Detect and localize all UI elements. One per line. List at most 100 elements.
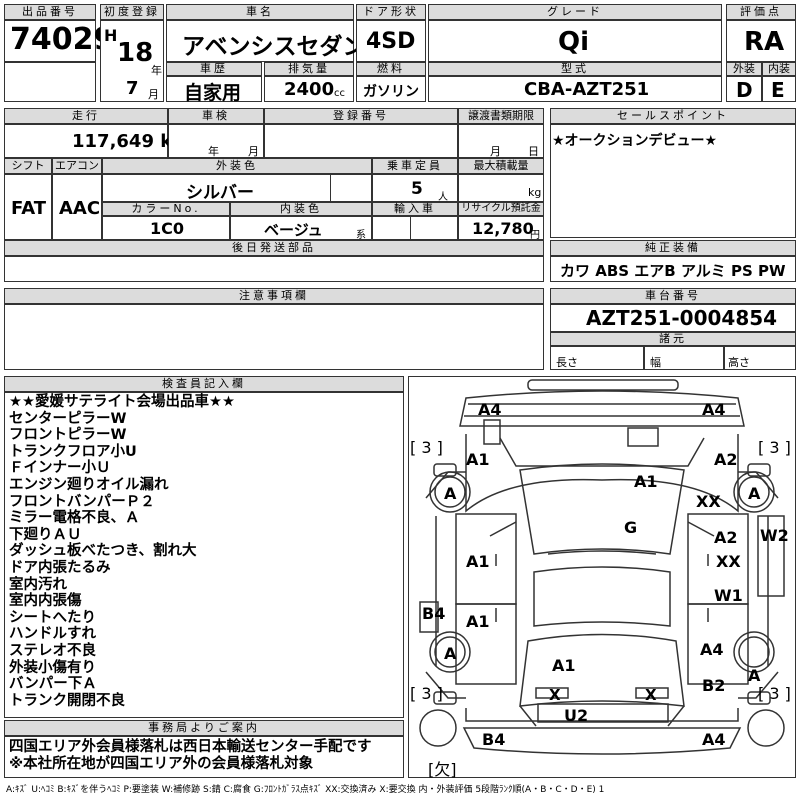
inspector-remarks: ★★愛媛サテライト会場出品車★★ センターピラーW フロントピラーW トランクフ… [4, 392, 404, 718]
remark-line: ハンドルすれ [9, 626, 96, 643]
load-label: 最大積載量 [458, 158, 544, 174]
mark-a2-front-door-right: A2 [714, 528, 738, 547]
car-name-label: 車名 [166, 4, 354, 20]
fuel-box [356, 76, 426, 102]
lot-number-box [4, 20, 96, 62]
spec-length-box [550, 346, 644, 370]
score-box [726, 20, 796, 62]
mileage-label: 走行 [4, 108, 168, 124]
door-label: ドア形状 [356, 4, 426, 20]
spec-width-box [644, 346, 724, 370]
ext-grade-box [726, 76, 762, 102]
equipment-box [550, 256, 796, 282]
chassis-box [550, 304, 796, 332]
model-label: 型式 [428, 62, 722, 76]
ext-grade-label: 外装 [726, 62, 762, 76]
car-diagram [419, 379, 785, 755]
remark-line: 外装小傷有り [9, 659, 96, 676]
reg-month: 7 [126, 78, 139, 99]
mark-b4-rear-left: B4 [482, 730, 506, 749]
remark-line: ★★愛媛サテライト会場出品車★★ [9, 394, 235, 410]
car-name: アベンシスセダン [182, 34, 366, 60]
mark-b4-left: B4 [422, 604, 446, 623]
inspection-label: 車検 [168, 108, 264, 124]
grade: Qi [558, 27, 590, 57]
mark-b2: B2 [702, 676, 726, 695]
color-no: 1C0 [150, 219, 185, 238]
int-color-suffix: 系 [356, 230, 366, 241]
color-no-label: カラーNo. [102, 202, 230, 216]
displacement-unit: cc [334, 88, 345, 99]
color-divider [330, 174, 372, 202]
mark-g-windshield: G [624, 518, 638, 537]
ext-grade: D [736, 78, 753, 102]
color-label: 外装色 [102, 158, 372, 174]
later-parts-label: 後日発送部品 [4, 240, 544, 256]
mark-3-top-right: [ 3 ] [758, 438, 791, 457]
int-grade-label: 内装 [762, 62, 796, 76]
score: RA [744, 27, 785, 57]
ac-label: エアコン [52, 158, 102, 174]
mark-a-rear-wheel-right: A [748, 666, 761, 685]
mark-x-tail-right: X [645, 686, 657, 704]
fuel: ガソリン [363, 84, 419, 100]
mark-xx-door: XX [716, 552, 741, 571]
shift: FAT [11, 198, 47, 219]
recycle-box [458, 216, 544, 240]
ac: AAC [59, 198, 101, 219]
spec-length-label: 長さ [556, 356, 578, 369]
history-label: 車歴 [166, 62, 262, 76]
remark-line: ミラー電格不良、Ａ [9, 510, 140, 527]
color: シルバー [186, 183, 254, 203]
mark-a-rear-wheel-left: A [444, 644, 457, 663]
displacement-label: 排気量 [264, 62, 354, 76]
reg-no-label: 登録番号 [264, 108, 458, 124]
doc-day-unit: 日 [528, 145, 539, 158]
mark-a4-front-right: A4 [702, 400, 726, 419]
inspection-month-unit: 月 [248, 145, 259, 158]
remark-line: ダッシュ板べたつき、割れ大 [9, 543, 197, 560]
capacity-box [372, 174, 458, 202]
mark-a4-rear-right: A4 [700, 640, 724, 659]
load-box [458, 174, 544, 202]
remark-line: フロントピラーW [9, 427, 127, 444]
car-name-box [166, 20, 354, 62]
mileage: 117,649 km [72, 131, 191, 152]
spec-width-label: 幅 [650, 356, 661, 369]
remark-line: ドア内張たるみ [9, 559, 111, 576]
mark-3-top-left: [ 3 ] [410, 438, 443, 457]
color-box [102, 174, 372, 202]
recycle-unit: 円 [530, 230, 540, 241]
grade-box [428, 20, 722, 62]
inspector-label: 検査員記入欄 [4, 376, 404, 392]
chassis-label: 車台番号 [550, 288, 796, 304]
mark-a4-front-left: A4 [478, 400, 502, 419]
remark-line: ステレオ不良 [9, 642, 96, 659]
capacity: 5 [411, 179, 423, 199]
selling-point-box [550, 124, 796, 238]
reg-year: 18 [117, 38, 154, 68]
recycle-label: リサイクル預託金 [458, 202, 544, 216]
first-reg-label: 初度登録 [100, 4, 164, 20]
office-line: ※本社所在地が四国エリア外の会員様落札対象 [9, 756, 314, 772]
shift-box [4, 174, 52, 240]
selling-point-text: ★オークションデビュー★ [552, 133, 718, 149]
mark-a1-hood: A1 [634, 472, 658, 491]
lot-number-label: 出品番号 [4, 4, 96, 20]
remark-line: 室内内張傷 [9, 593, 82, 610]
fuel-label: 燃料 [356, 62, 426, 76]
int-color-label: 内装色 [230, 202, 372, 216]
spec-height-box [724, 346, 796, 370]
capacity-label: 乗車定員 [372, 158, 458, 174]
car-diagram-box [408, 376, 796, 778]
mark-w1: W1 [714, 586, 743, 605]
score-label: 評価点 [726, 4, 796, 20]
office-notice: 四国エリア外会員様落札は西日本輸送センター手配です ※本社所在地が四国エリア外の… [4, 736, 404, 778]
color-no-box [102, 216, 230, 240]
doc-deadline-label: 譲渡書類期限 [458, 108, 544, 124]
doc-month-unit: 月 [490, 145, 501, 158]
model: CBA-AZT251 [524, 79, 650, 100]
lot-number: 74029 [10, 22, 115, 57]
remark-line: フロントバンパーＰ２ [9, 493, 155, 510]
legend: A:ｷｽﾞ U:ﾍｺﾐ B:ｷｽﾞを伴うﾍｺﾐ P:要塗装 W:補修跡 S:錆 … [6, 785, 605, 795]
